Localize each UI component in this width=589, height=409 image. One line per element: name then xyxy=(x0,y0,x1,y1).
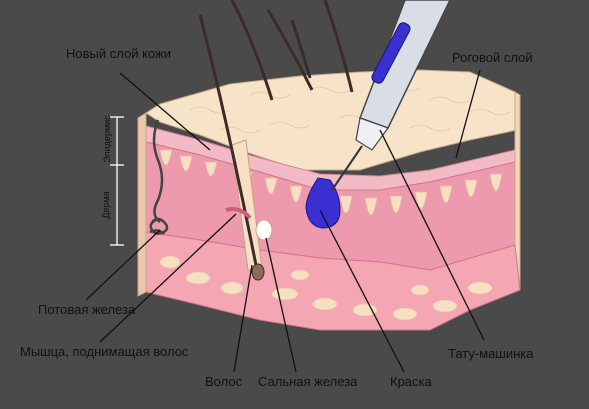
label-ink: Краска xyxy=(390,374,432,389)
fat-layer xyxy=(145,231,521,331)
label-hair: Волос xyxy=(205,374,243,389)
leader-lines xyxy=(85,69,485,373)
hair-shaft xyxy=(198,14,260,276)
label-sebaceous-gland: Сальная железа xyxy=(258,374,358,389)
label-stratum-corneum: Роговой слой xyxy=(452,50,533,65)
layer-brackets xyxy=(110,116,124,246)
label-sweat-gland: Потовая железа xyxy=(38,302,136,317)
label-dermis: Дерма xyxy=(101,191,111,219)
label-tattoo-machine: Тату-машинка xyxy=(448,346,534,361)
label-new-skin-layer: Новый слой кожи xyxy=(66,46,171,61)
surface-hairs xyxy=(230,0,354,101)
label-arrector-muscle: Мышца, поднимащая волос xyxy=(20,344,189,359)
skin-left-side xyxy=(137,112,147,297)
ink-blob xyxy=(305,177,341,229)
hair-bulb xyxy=(251,263,265,281)
label-epidermis: Эпидермис xyxy=(102,115,112,163)
arrector-muscle-shape xyxy=(225,207,252,220)
tattoo-machine-shape xyxy=(331,0,451,191)
sweat-gland xyxy=(149,119,169,235)
sebaceous-gland-shape xyxy=(255,219,273,241)
hair-follicle xyxy=(198,14,273,281)
fat-cells xyxy=(159,255,493,321)
